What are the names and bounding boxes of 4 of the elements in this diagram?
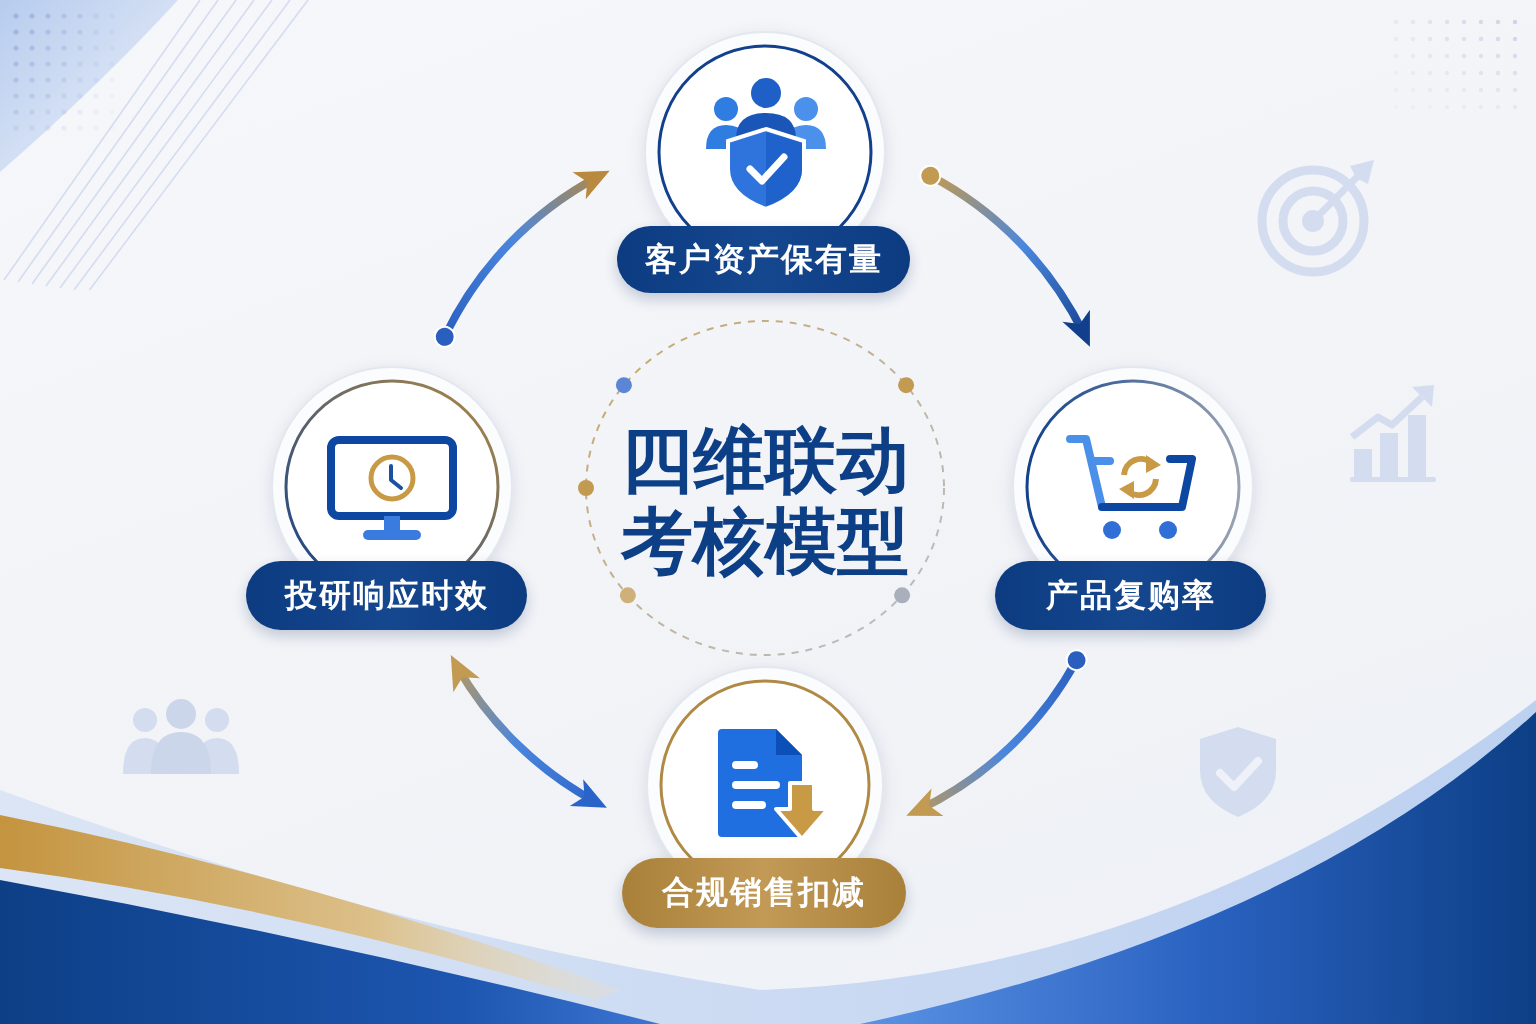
metric-label: 合规销售扣减 xyxy=(622,858,906,928)
metric-label: 产品复购率 xyxy=(995,561,1266,630)
metric-label: 投研响应时效 xyxy=(246,561,527,630)
metric-label: 客户资产保有量 xyxy=(617,226,910,293)
